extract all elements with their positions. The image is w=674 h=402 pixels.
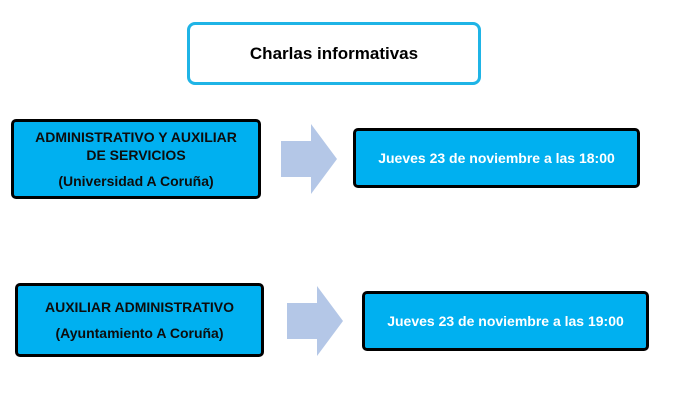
position-title-line-1: ADMINISTRATIVO Y AUXILIAR [35, 129, 237, 146]
position-title-line-2: DE SERVICIOS [86, 147, 186, 164]
position-title-line-1: AUXILIAR ADMINISTRATIVO [45, 298, 234, 315]
institution-label: (Ayuntamiento A Coruña) [55, 325, 224, 341]
page-title: Charlas informativas [249, 43, 419, 63]
date-label: Jueves 23 de noviembre a las 19:00 [387, 312, 624, 329]
position-box-administrativo-auxiliar: ADMINISTRATIVO Y AUXILIAR DE SERVICIOS (… [11, 119, 261, 199]
position-box-auxiliar-administrativo: AUXILIAR ADMINISTRATIVO (Ayuntamiento A … [15, 283, 264, 357]
date-box-1900: Jueves 23 de noviembre a las 19:00 [362, 291, 649, 351]
date-label: Jueves 23 de noviembre a las 18:00 [378, 149, 615, 166]
right-arrow-icon [287, 286, 343, 356]
date-box-1800: Jueves 23 de noviembre a las 18:00 [353, 128, 640, 188]
title-box: Charlas informativas [187, 22, 481, 85]
right-arrow-icon [281, 124, 337, 194]
institution-label: (Universidad A Coruña) [58, 172, 214, 189]
